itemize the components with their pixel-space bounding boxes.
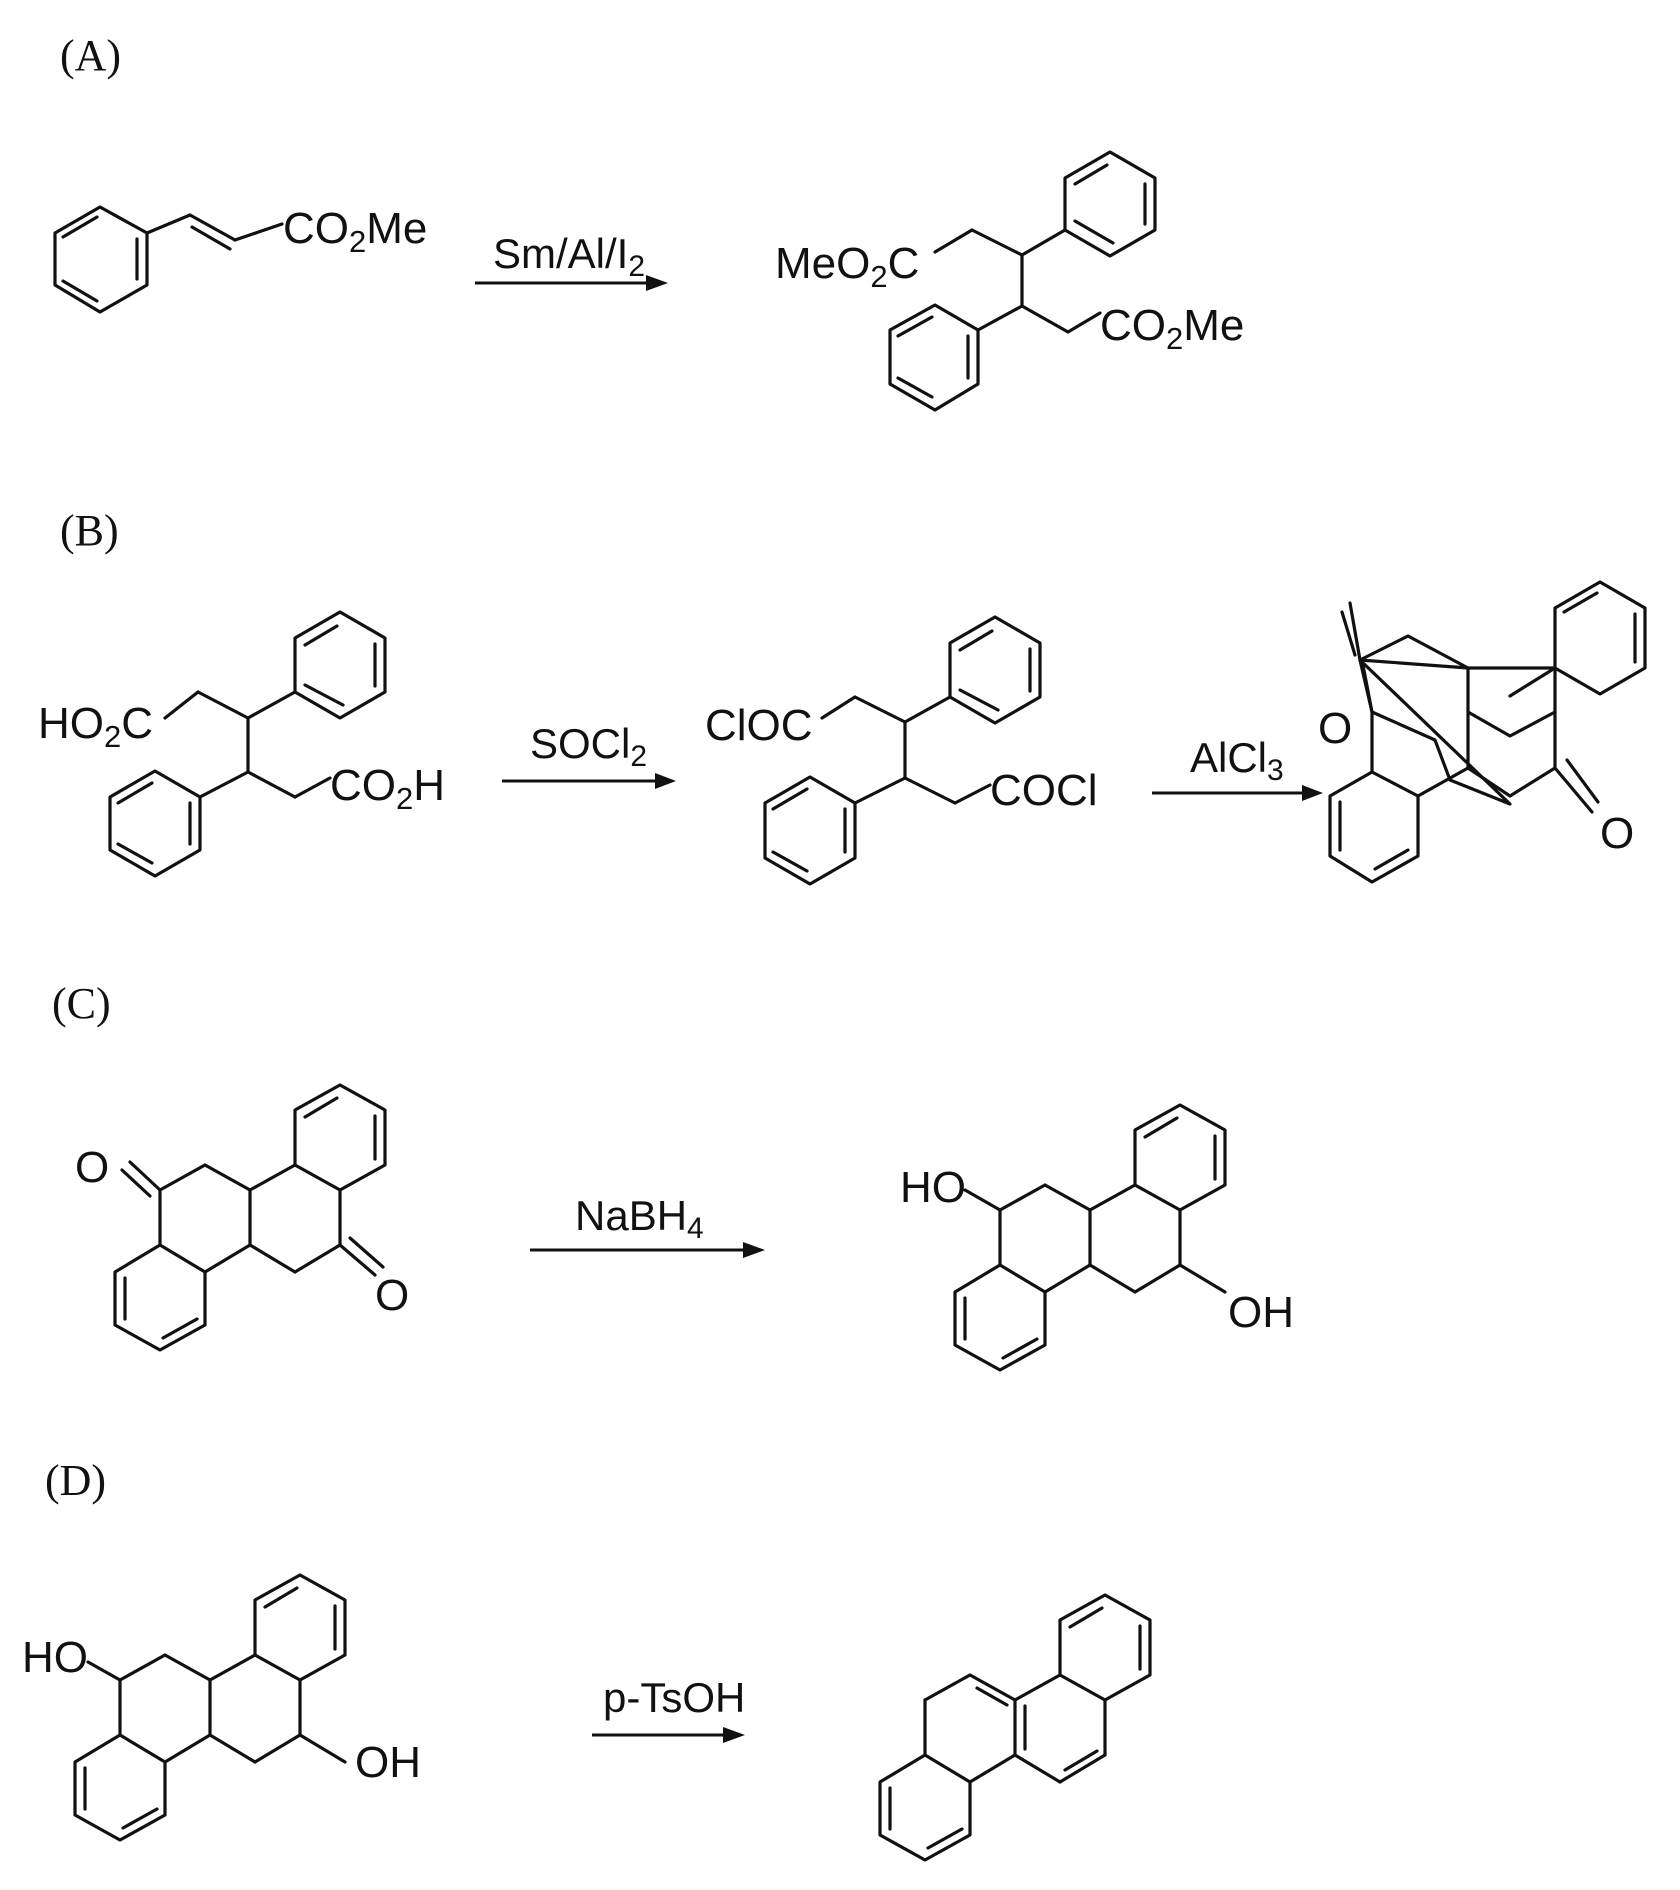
diacid: HO2C CO2H (38, 612, 445, 876)
atom-ho2c-b: HO2C (38, 699, 153, 754)
panel-label-a: (A) (60, 31, 121, 80)
panel-label-d: (D) (45, 1456, 106, 1505)
chrysene (880, 1595, 1150, 1860)
reaction-arrow-c (530, 1242, 765, 1258)
atom-oh-d: OH (355, 1738, 421, 1787)
reaction-arrow-d (592, 1727, 745, 1743)
panel-c: (C) O O NaBH (52, 979, 1294, 1370)
atom-ho-d: HO (22, 1633, 88, 1682)
diester-product: MeO2C CO2Me (775, 152, 1244, 410)
diketone-b: O O (1318, 582, 1645, 882)
panel-label-c: (C) (52, 979, 111, 1028)
atom-ho-c: HO (900, 1163, 966, 1212)
panel-label-b: (B) (60, 506, 119, 555)
atom-meo2c-a: MeO2C (775, 239, 919, 294)
reagent-b2: AlCl3 (1190, 734, 1284, 787)
diol-d: HO OH (22, 1575, 421, 1840)
panel-d: (D) HO OH p-TsOH (22, 1456, 1150, 1860)
reagent-d: p-TsOH (603, 1674, 745, 1721)
reagent-a: Sm/Al/I2 (493, 230, 645, 283)
atom-o2-c: O (375, 1271, 409, 1320)
methyl-cinnamate: CO2Me (55, 204, 427, 312)
reaction-arrow-b2 (1152, 785, 1323, 801)
atom-o1-c: O (75, 1143, 109, 1192)
reagent-c: NaBH4 (575, 1192, 704, 1245)
atom-o2-b: O (1600, 809, 1634, 858)
panel-a: (A) CO2Me Sm/Al/I2 MeO2C (55, 31, 1244, 410)
atom-co2h-b: CO2H (330, 761, 445, 816)
diacid-chloride: ClOC COCl (705, 617, 1098, 884)
reagent-b1: SOCl2 (530, 720, 647, 773)
reaction-arrow-b1 (502, 773, 676, 789)
diketone-c: O O (75, 1085, 409, 1350)
atom-o1-b: O (1318, 704, 1352, 753)
atom-co2me-a1: CO2Me (283, 204, 427, 259)
atom-co2me-a2: CO2Me (1100, 301, 1244, 356)
diol-c: HO OH (900, 1105, 1294, 1370)
panel-b: (B) HO2C CO2H SOCl2 (38, 506, 1645, 884)
atom-cocl-b: COCl (990, 766, 1098, 815)
atom-oh-c: OH (1228, 1288, 1294, 1337)
atom-cloc-b: ClOC (705, 701, 813, 750)
